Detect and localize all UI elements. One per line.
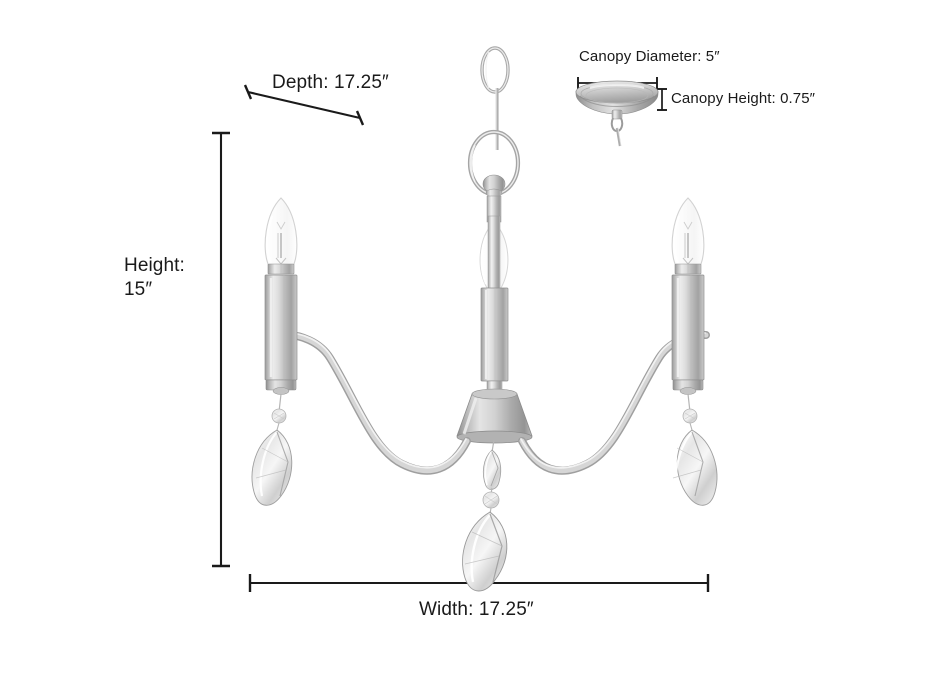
chandelier-illustration <box>251 46 718 592</box>
crystal-center <box>462 439 508 592</box>
center-candle-sleeve <box>480 287 509 382</box>
height-dimension-line <box>212 131 230 568</box>
light-left <box>264 197 298 395</box>
height-label: Height: 15″ <box>124 255 185 300</box>
light-right <box>671 197 705 395</box>
dimension-lines <box>212 77 710 592</box>
crystal-right <box>672 393 718 506</box>
canopy-diameter-label: Canopy Diameter: 5″ <box>579 48 720 65</box>
crystal-left <box>251 393 293 506</box>
center-body-cone <box>456 388 533 444</box>
width-label: Width: 17.25″ <box>419 599 534 620</box>
canopy-detail-illustration <box>575 80 659 147</box>
canopy-height-label: Canopy Height: 0.75″ <box>671 90 816 107</box>
depth-dimension-line <box>243 84 365 126</box>
depth-label: Depth: 17.25″ <box>272 72 389 93</box>
chain-link-upper <box>480 46 510 94</box>
canopy-height-dimension-line <box>657 88 667 111</box>
